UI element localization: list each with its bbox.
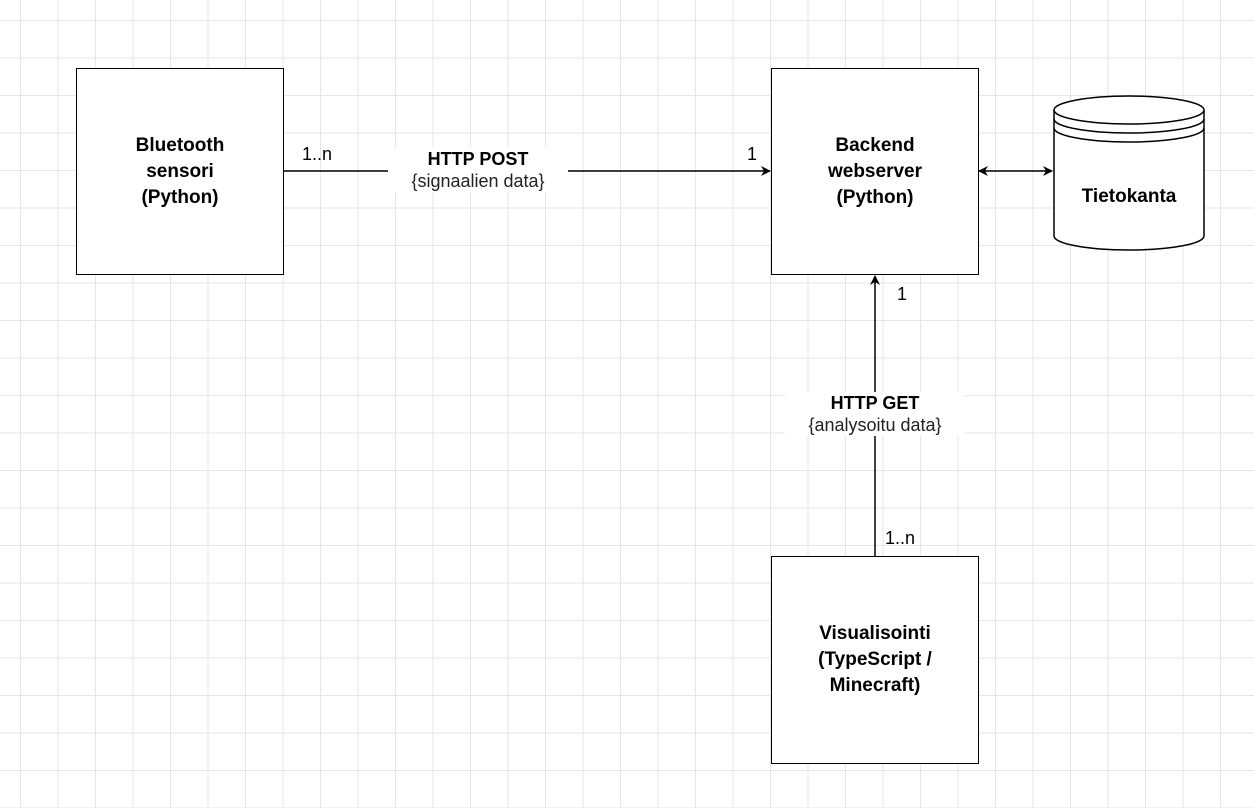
get-edge-title: HTTP GET	[830, 393, 920, 413]
get-edge-label: HTTP GET {analysoitu data}	[785, 392, 965, 436]
backend-label-line: (Python)	[836, 186, 914, 208]
visualization-label-line: (TypeScript /	[818, 649, 932, 670]
backend-label-line: Backend	[835, 134, 915, 156]
sensor-label-line: sensori	[146, 160, 214, 182]
post-edge-title: HTTP POST	[427, 149, 529, 169]
visualization-node-label: Visualisointi (TypeScript / Minecraft)	[818, 621, 932, 699]
get-target-multiplicity: 1	[897, 284, 908, 304]
visualization-label-line: Minecraft)	[829, 675, 921, 696]
sensor-label-line: Bluetooth	[135, 134, 225, 156]
backend-label-line: webserver	[827, 160, 922, 182]
sensor-node[interactable]: Bluetooth sensori (Python)	[76, 68, 284, 275]
post-target-multiplicity: 1	[747, 144, 758, 164]
sensor-label-line: (Python)	[141, 186, 219, 208]
post-edge-label: HTTP POST {signaalien data}	[388, 148, 568, 192]
post-edge-payload: {signaalien data}	[411, 171, 545, 191]
get-source-multiplicity: 1..n	[885, 528, 916, 548]
backend-node-label: Backend webserver (Python)	[828, 133, 922, 211]
visualization-node[interactable]: Visualisointi (TypeScript / Minecraft)	[771, 556, 979, 764]
post-source-multiplicity: 1..n	[302, 144, 333, 164]
database-cylinder-shape[interactable]	[1053, 95, 1205, 251]
backend-node[interactable]: Backend webserver (Python)	[771, 68, 979, 275]
sensor-node-label: Bluetooth sensori (Python)	[136, 133, 225, 211]
get-edge-payload: {analysoitu data}	[808, 415, 942, 435]
visualization-label-line: Visualisointi	[819, 623, 931, 644]
database-label: Tietokanta	[1081, 186, 1177, 207]
